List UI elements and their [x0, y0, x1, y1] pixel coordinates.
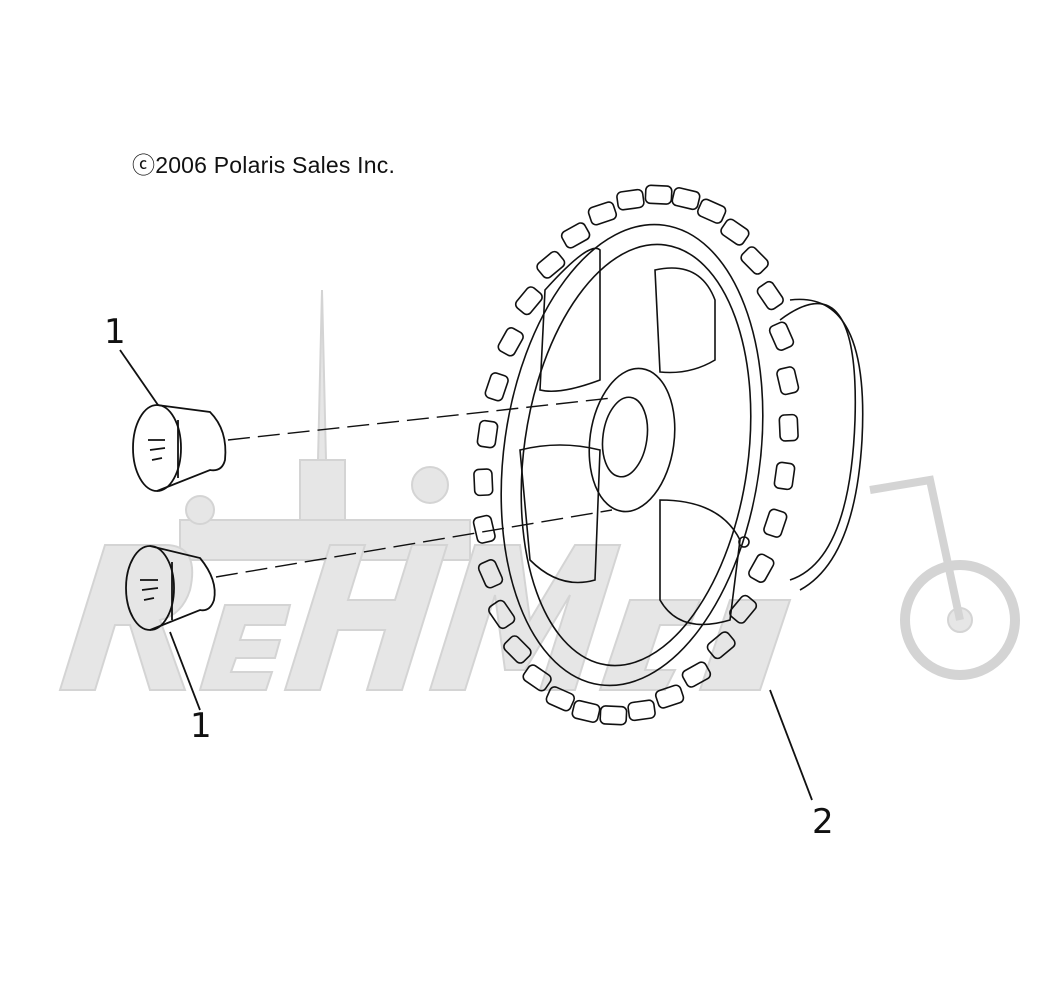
- watermark-fork: [869, 475, 964, 621]
- gear-tooth: [536, 250, 566, 279]
- watermark-dome-small: [185, 495, 215, 525]
- alignment-line-bottom: [215, 509, 613, 578]
- gear-tooth: [522, 664, 552, 692]
- torx-top-icon: [148, 439, 166, 461]
- gear: [472, 184, 864, 726]
- gear-tooth: [768, 321, 795, 351]
- leader-lines: [119, 349, 813, 801]
- gear-tooth: [778, 413, 799, 442]
- screw-top: [132, 404, 227, 492]
- watermark-letter-t: [698, 599, 792, 691]
- callout-part-1-bottom: 1: [190, 706, 212, 746]
- gear-window-2: [654, 267, 716, 374]
- gear-tooth: [654, 684, 685, 709]
- gear-hub-bore: [601, 396, 649, 478]
- gear-tooth: [776, 366, 800, 396]
- watermark-letter-o: [598, 599, 702, 691]
- gear-tooth: [720, 218, 750, 246]
- screw-bottom: [125, 545, 216, 631]
- gear-tooth: [545, 686, 576, 712]
- gear-window-1: [539, 247, 601, 393]
- gear-tooth: [696, 198, 727, 224]
- gear-tooth: [476, 419, 499, 449]
- watermark-letter-r: [58, 544, 194, 691]
- gear-rim-inner: [520, 243, 752, 667]
- callout-part-1-top: 1: [104, 312, 126, 352]
- gear-tooth: [627, 699, 656, 722]
- gear-tooth: [472, 514, 496, 544]
- gear-rear-hub-edge: [789, 298, 864, 591]
- screw-top-head: [132, 404, 182, 492]
- watermark-letter-n: [283, 544, 449, 691]
- gear-tooth: [488, 599, 516, 630]
- gear-tooth: [473, 468, 494, 497]
- alignment-line-top: [227, 397, 613, 441]
- gear-tooth: [514, 286, 543, 316]
- watermark-tower: [299, 459, 346, 521]
- copyright-text: ⓒ2006 Polaris Sales Inc.: [132, 152, 396, 178]
- watermark-spire: [316, 289, 328, 461]
- gear-tooth: [763, 508, 788, 538]
- watermark-wheel: [900, 560, 1020, 680]
- screw-top-shank: [156, 404, 227, 492]
- gear-tooth: [477, 559, 504, 589]
- gear-rear-hub: [779, 302, 857, 581]
- leader-part-2: [769, 689, 813, 801]
- gear-tooth: [748, 553, 775, 583]
- watermark-dome: [411, 466, 449, 504]
- gear-pin-hole: [738, 536, 750, 548]
- screw-bottom-shank: [149, 545, 216, 631]
- gear-tooth: [587, 201, 618, 226]
- watermark-letter-e: [198, 604, 292, 691]
- gear-tooth: [560, 222, 591, 249]
- gear-window-4: [659, 499, 741, 626]
- gear-tooth: [503, 635, 532, 664]
- gear-tooth: [681, 661, 712, 688]
- watermark: [58, 289, 1020, 691]
- gear-tooth: [599, 705, 628, 726]
- alignment-lines: [215, 397, 613, 578]
- gear-tooth: [616, 188, 645, 211]
- gear-window-3: [519, 444, 601, 584]
- torx-bottom-icon: [140, 579, 159, 601]
- gear-teeth: [472, 184, 800, 726]
- gear-hub-outer: [588, 367, 676, 513]
- gear-tooth: [706, 631, 736, 660]
- gear-tooth: [484, 372, 509, 402]
- leader-part-1-bottom: [169, 631, 201, 711]
- gear-tooth: [740, 246, 769, 275]
- gear-tooth: [644, 184, 673, 205]
- leader-part-1-top: [119, 349, 159, 406]
- gear-rim-outer: [500, 223, 764, 687]
- gear-tooth: [671, 187, 701, 211]
- gear-tooth: [497, 327, 524, 357]
- gear-tooth: [571, 699, 601, 723]
- gear-tooth: [729, 594, 758, 624]
- gear-tooth: [773, 461, 796, 491]
- callout-part-2: 2: [812, 802, 834, 842]
- gear-tooth: [756, 280, 784, 311]
